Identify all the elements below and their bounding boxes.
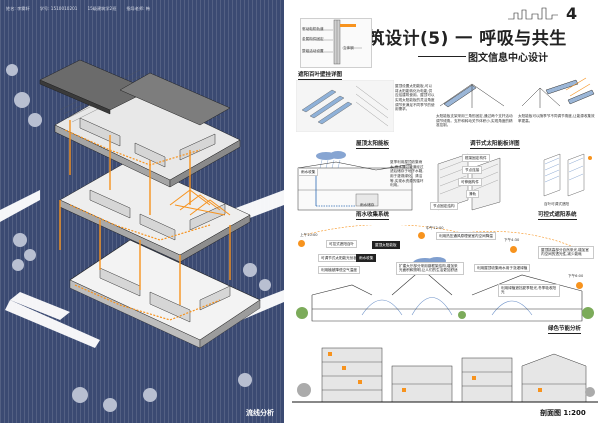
sunshade-caption: 百叶可调式遮阳: [544, 202, 570, 206]
wall-detail-drawing: [306, 19, 362, 65]
node-roof-solar: 屋顶太阳能板: [372, 241, 400, 250]
info-name: 姓名: 李雾轩: [6, 6, 30, 11]
student-info-bar: 姓名: 李雾轩 学号: 1510010201 15级建筑学2班 指导老师: 韩: [6, 4, 276, 14]
wall-label-4: 立体钢: [343, 46, 354, 50]
louver-text: 屋顶设置太阳能板,可以将太阳能转化为电能,供应给建筑使用。屋顶可以实现太阳能板的…: [395, 84, 435, 112]
green-analysis-title: 绿色节能分析: [548, 326, 582, 334]
solar-angle-text: 太阳能板可以随季节不同调节角度,让能源收集效率更高。: [518, 114, 595, 123]
sun-icon-430pm: [510, 246, 517, 253]
solar-panel-diagrams: [439, 77, 595, 108]
page-title: 建筑设计(5) 一 呼吸与共生: [350, 29, 567, 49]
building-base: [69, 239, 261, 349]
node-vegetation-cooling: 利用植被降低空气温度: [318, 266, 360, 275]
orange-columns: [59, 120, 231, 305]
skyline-icon: [508, 7, 558, 20]
time-10am: 上午10:00: [300, 233, 318, 237]
tree-icons: [6, 64, 271, 412]
time-6pm: 下午6:00: [568, 274, 584, 278]
panel-number: 4: [566, 4, 578, 23]
node-natural-lighting: 屋顶挑高部分自然采光,增加室内空间的透光性,减少能耗: [538, 246, 594, 259]
rain-label-2: 雨水储存: [360, 203, 375, 207]
section-title: 剖面图 1:200: [540, 409, 586, 417]
adjustable-label-3: 可伸缩构件: [458, 178, 482, 187]
sunshade-louver-drawing: [543, 153, 592, 197]
rain-note: 夏季利用屋顶收集雨水,雨水通过管道经过滤后储存于地下水箱,用于灌溉绿化、清洁等,…: [390, 160, 424, 188]
sun-icon-10am: [298, 240, 305, 247]
solar-bracket-text: 太阳能板支架采用三角形固定,通过两个支杆活动调节倾角。支杆和转动关节体积小,实现…: [436, 114, 513, 128]
wall-label-2: 金属构件固定: [302, 37, 324, 41]
building-section-drawing: [292, 347, 598, 403]
axonometric-panel: 姓名: 李雾轩 学号: 1510010201 15级建筑学2班 指导老师: 韩: [0, 0, 284, 423]
adjustable-label-2: 节点连接: [462, 166, 483, 175]
sun-icon-6pm: [576, 282, 583, 289]
top-roof: [39, 59, 231, 126]
wall-label-3: 整组活动设置: [302, 49, 324, 53]
info-class: 15级建筑学2班: [87, 6, 117, 11]
rain-system-title: 雨水收集系统: [356, 212, 390, 220]
axonometric-drawing: [0, 59, 284, 412]
adjustable-label-1: 框架固定构件: [462, 154, 490, 163]
rain-label-1: 雨水收集: [298, 168, 319, 177]
circulation-paths: [64, 129, 221, 321]
node-rain: 雨水收集: [356, 254, 377, 263]
wall-label-1: 驱动电机轨道: [302, 27, 324, 31]
louver-detail-title: 遮阳百叶壁挂详图: [298, 72, 343, 80]
circulation-analysis-label: 流线分析: [246, 409, 274, 417]
node-greenery-shading: 利用绿植遮挡夏季阳光,冬季吸收阳光: [498, 284, 560, 297]
page-subtitle: 图文信息中心设计: [468, 53, 548, 64]
adjustable-label-5: 节点固定结构: [430, 202, 458, 211]
louver-detail-drawing: [296, 80, 394, 132]
time-430pm: 下午4:30: [504, 238, 520, 242]
node-roof-rain-irrigation: 利用屋顶收集雨水用于浇灌绿植: [474, 264, 531, 273]
node-expansion-hall: 扩建大厅部分采用钢框架结构,增加采光面积和照明,让人们的生活更加舒适: [396, 262, 464, 275]
roof-solar-title: 屋顶太阳能板: [356, 141, 390, 149]
node-sunshade: 可控式遮阳百叶: [326, 240, 358, 249]
sun-icon-12pm: [418, 232, 425, 239]
info-advisor: 指导老师: 韩: [126, 6, 151, 11]
sunshade-title: 可控式遮阳系统: [538, 212, 577, 220]
time-12pm: 中午12:00: [426, 226, 444, 230]
subtitle-underline: [418, 56, 466, 57]
node-thermal-ventilation: 利用热压通风原理使室内空间降温: [436, 232, 496, 241]
adjustable-label-4: 滑轨: [466, 190, 480, 199]
node-adjustable-pv: 可调节式太阳能光伏板: [318, 254, 360, 263]
info-id: 学号: 1510010201: [39, 6, 78, 11]
adjustable-solar-title: 调节式太阳能板详图: [470, 141, 520, 149]
